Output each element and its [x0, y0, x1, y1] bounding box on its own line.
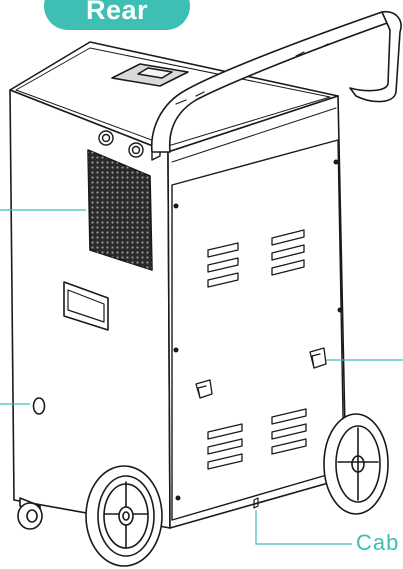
- wheel-icon: [85, 465, 163, 567]
- rear-panel: [167, 95, 347, 529]
- vent-slots-upper-right: [271, 229, 305, 276]
- display-panel-icon: [111, 63, 189, 87]
- grille-icon: [87, 149, 153, 271]
- handle-icon: [63, 281, 109, 331]
- castor-wheel: [17, 497, 43, 530]
- rear-badge-label: Rear: [85, 0, 149, 25]
- door-clip-right: [309, 347, 327, 369]
- vent-slots-lower-left: [207, 423, 243, 470]
- cable-callout-label: Cab: [356, 530, 400, 555]
- drain-port: [32, 397, 46, 415]
- cable-exit: [253, 497, 259, 509]
- vent-slots-lower-right: [271, 408, 307, 455]
- callout-lines: [0, 209, 403, 545]
- knob-icon: [98, 130, 161, 161]
- door-clip-left: [195, 379, 213, 399]
- pull-handle: [150, 10, 402, 153]
- wheel-icon: [323, 413, 389, 515]
- rear-badge: Rear: [44, 0, 190, 30]
- vent-slots-upper-left: [207, 242, 239, 288]
- callout-line-cable: [255, 510, 352, 545]
